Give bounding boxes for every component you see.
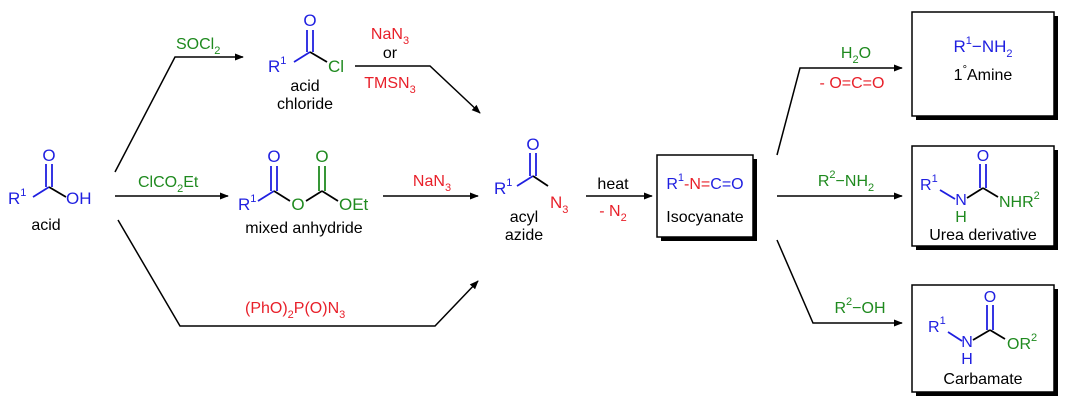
reagent-alcohol: R2−OH	[834, 296, 885, 317]
bond	[32, 186, 50, 198]
acid-chloride-label-2: chloride	[277, 96, 333, 113]
carbamate-nitrogen: N	[961, 334, 973, 351]
chlorine-label: Cl	[328, 57, 344, 76]
carbamate-label: Carbamate	[943, 371, 1022, 388]
azide-label: N3	[550, 193, 568, 216]
arrow-alcohol-addition	[776, 239, 903, 327]
reagent-or: or	[383, 45, 398, 62]
atom-oxygen: O	[315, 147, 328, 166]
acid-chloride-label-1: acid	[290, 78, 319, 95]
bond	[939, 189, 956, 200]
acyl-azide: O R1 N3 acyl azide	[494, 135, 568, 244]
bond	[947, 331, 963, 342]
bond	[532, 175, 549, 187]
reagent-tmsn3: TMSN3	[364, 75, 415, 96]
byproduct-n2: - N2	[599, 203, 626, 224]
atom-oxygen: O	[303, 11, 316, 30]
reagent-dppa: (PhO)2P(O)N3	[245, 300, 345, 321]
amine-formula: R1−NH2	[953, 35, 1012, 60]
hydroxyl-label: OH	[66, 189, 92, 208]
byproduct-co2: - O=C=O	[820, 75, 885, 92]
isocyanate-label: Isocyanate	[666, 209, 743, 226]
box-frame	[911, 145, 1055, 247]
bond	[273, 190, 291, 202]
bond	[321, 190, 339, 202]
reagent-amine: R2−NH2	[818, 169, 874, 194]
arrow-hydrolysis	[776, 64, 903, 156]
atom-oxygen: O	[977, 148, 989, 165]
urea-box: R1 N H O NHR2 Urea derivative	[911, 145, 1058, 250]
urea-nhr2: NHR2	[999, 190, 1040, 211]
bond	[293, 51, 311, 63]
r1-label: R1	[928, 315, 946, 336]
r1-label: R1	[8, 187, 26, 208]
condition-heat: heat	[597, 176, 629, 193]
reagent-clco2et: ClCO2Et	[138, 174, 199, 195]
carbamate-box: R1 N H O OR2 Carbamate	[911, 284, 1058, 396]
bond	[305, 190, 323, 202]
amine-box: R1−NH2 1°Amine	[911, 11, 1058, 120]
r1-label: R1	[494, 177, 512, 198]
carboxylic-acid: O R1 OH acid	[8, 146, 92, 234]
carbamate-or2: OR2	[1007, 332, 1037, 353]
bridging-oxygen: O	[291, 195, 304, 214]
isocyanate-formula: R1-N=C=O	[666, 172, 743, 193]
arrow-dppa	[117, 219, 479, 327]
reagent-nan3-mid: NaN3	[413, 173, 451, 194]
reagent-socl2: SOCl2	[176, 36, 220, 57]
urea-label: Urea derivative	[929, 227, 1037, 244]
bond	[309, 51, 328, 63]
carbamate-hydrogen: H	[961, 351, 973, 368]
amine-label: 1°Amine	[954, 64, 1013, 84]
r1-label: R1	[238, 193, 256, 214]
mixed-anhydride-label: mixed anhydride	[245, 220, 363, 237]
box-frame	[656, 154, 754, 238]
bond	[989, 329, 1006, 340]
urea-hydrogen: H	[955, 209, 967, 226]
urea-nitrogen: N	[955, 192, 967, 209]
atom-oxygen: O	[984, 289, 996, 306]
box-frame	[911, 284, 1055, 393]
ethoxy-label: OEt	[339, 195, 369, 214]
azide-word-label: azide	[505, 227, 543, 244]
reagent-nan3-top: NaN3	[371, 26, 409, 47]
isocyanate-box: R1-N=C=O Isocyanate	[656, 154, 757, 241]
atom-oxygen: O	[42, 146, 55, 165]
bond	[982, 187, 999, 198]
atom-oxygen: O	[526, 135, 539, 154]
bond	[966, 187, 984, 199]
bond	[972, 329, 991, 341]
acid-chloride: O R1 Cl acid chloride	[268, 11, 344, 113]
arrow-socl2	[114, 53, 244, 173]
acid-label: acid	[31, 217, 60, 234]
mixed-anhydride: O O O R1 OEt mixed anhydride	[238, 147, 369, 237]
arrow-azide-from-chloride	[355, 65, 481, 114]
box-frame	[911, 11, 1055, 117]
r1-label: R1	[268, 55, 286, 76]
bond	[257, 190, 275, 202]
acyl-label: acyl	[510, 209, 538, 226]
r1-label: R1	[920, 173, 938, 194]
bond	[516, 175, 534, 187]
atom-oxygen: O	[267, 147, 280, 166]
bond	[48, 186, 67, 198]
reagent-water: H2O	[841, 45, 871, 66]
